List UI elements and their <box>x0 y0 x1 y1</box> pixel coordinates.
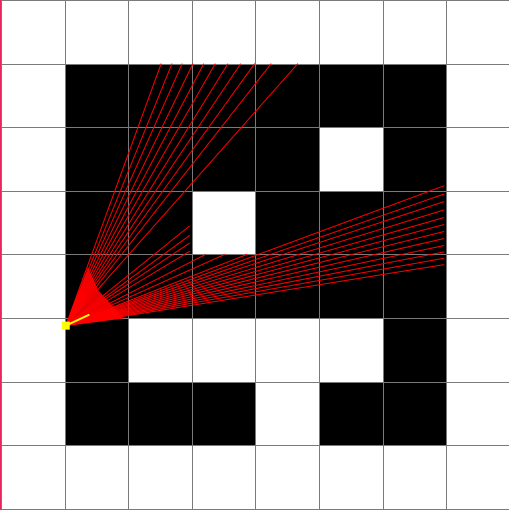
wall-cell <box>128 381 193 447</box>
floor-cell <box>446 445 509 510</box>
wall-cell <box>382 254 448 319</box>
ray-line <box>65 63 256 326</box>
wall-cell <box>128 190 193 256</box>
floor-cell <box>191 190 257 256</box>
floor-cell <box>1 190 66 256</box>
ray-line <box>65 231 445 327</box>
floor-cell <box>191 318 257 383</box>
ray-line <box>65 245 445 327</box>
ray-line <box>65 257 445 327</box>
ray-line <box>65 63 242 326</box>
floor-cell <box>191 445 257 510</box>
floor-cell <box>446 318 509 383</box>
floor-cell <box>1 445 66 510</box>
wall-cell <box>255 190 320 256</box>
ray-line <box>65 251 445 327</box>
ray-line <box>65 185 445 327</box>
wall-cell <box>319 381 384 447</box>
ray-line <box>65 238 445 327</box>
ray-line <box>65 264 445 327</box>
wall-cell <box>382 318 448 383</box>
floor-cell <box>446 0 509 65</box>
ray-line <box>65 63 299 326</box>
floor-cell <box>1 127 66 192</box>
wall-cell <box>191 127 257 192</box>
wall-cell <box>382 127 448 192</box>
ray-line <box>65 217 445 327</box>
ray-line <box>65 63 162 326</box>
player-marker <box>61 321 70 330</box>
ray-line <box>65 201 445 327</box>
floor-cell <box>446 254 509 319</box>
ray-fan-core <box>65 267 124 326</box>
floor-cell <box>319 445 384 510</box>
floor-cell <box>64 445 130 510</box>
ray-line <box>65 193 445 327</box>
floor-cell <box>1 318 66 383</box>
floor-cell <box>446 381 509 447</box>
floor-cell <box>255 318 320 383</box>
ray-line <box>65 209 445 327</box>
ray-line <box>65 63 272 326</box>
ray-line <box>65 224 445 327</box>
wall-cell <box>382 381 448 447</box>
floor-cell <box>255 445 320 510</box>
floor-cell <box>382 445 448 510</box>
floor-cell <box>255 381 320 447</box>
floor-cell <box>1 381 66 447</box>
